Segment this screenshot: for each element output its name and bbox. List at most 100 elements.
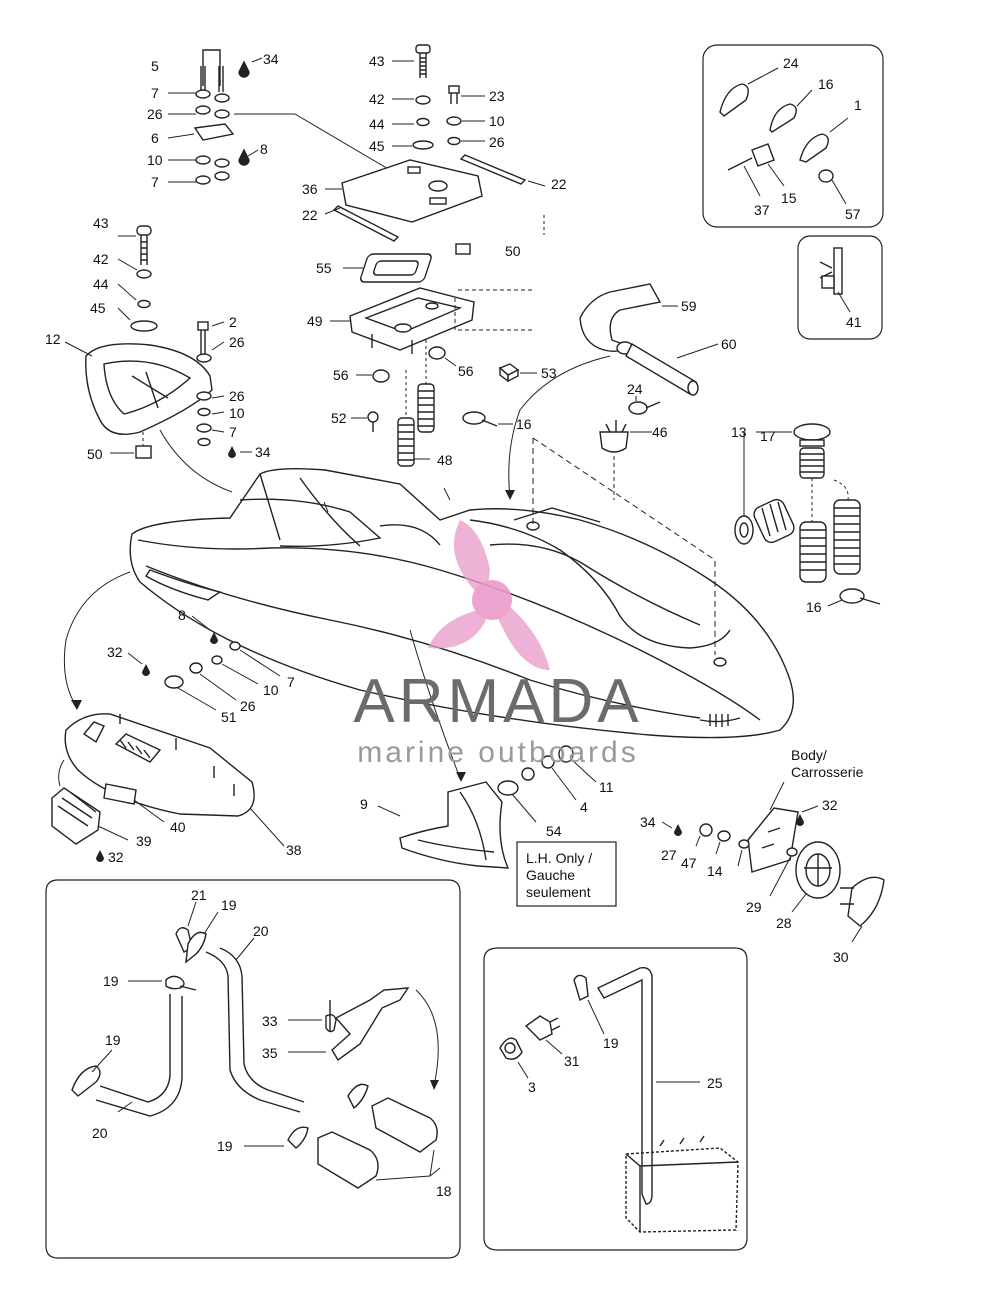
- callout-20: 20: [92, 1125, 108, 1141]
- brand-watermark: ARMADA: [353, 667, 642, 736]
- callout-23: 23: [489, 88, 505, 104]
- rear-grill-38: [64, 713, 255, 817]
- callout-60: 60: [721, 336, 737, 352]
- clip-41: [819, 247, 843, 295]
- callout-2: 2: [229, 314, 237, 330]
- seat-latch-cover: [360, 253, 432, 283]
- callout-10: 10: [229, 405, 245, 421]
- handle-bracket-hardware: [193, 49, 250, 185]
- fuel-cap-13: [793, 423, 831, 479]
- vent-hoses-inset: [71, 927, 439, 1189]
- callout-4: 4: [580, 799, 588, 815]
- note-seulement: seulement: [526, 884, 591, 900]
- callout-39: 39: [136, 833, 152, 849]
- callout-labels: 5 34 7 26 6 10 8 7 43 42 44 45 23 10 26 …: [45, 51, 862, 1199]
- callout-8: 8: [178, 607, 186, 623]
- callout-28: 28: [776, 915, 792, 931]
- grommet-56-a: [372, 369, 390, 383]
- callout-31: 31: [564, 1053, 580, 1069]
- callout-52: 52: [331, 410, 347, 426]
- rear-grab-hardware: [142, 632, 241, 689]
- callout-7: 7: [151, 174, 159, 190]
- callout-8: 8: [260, 141, 268, 157]
- callout-26: 26: [240, 698, 256, 714]
- inset-frame-fuel-tank: [483, 947, 748, 1251]
- callout-5: 5: [151, 58, 159, 74]
- callout-7: 7: [151, 85, 159, 101]
- callout-17: 17: [760, 428, 776, 444]
- decal-40: [103, 783, 137, 805]
- callout-47: 47: [681, 855, 697, 871]
- note-carrosserie: Carrosserie: [791, 764, 864, 780]
- callout-13: 13: [731, 424, 747, 440]
- callout-16: 16: [516, 416, 532, 432]
- callout-59: 59: [681, 298, 697, 314]
- springs-48: [397, 340, 435, 467]
- callout-44: 44: [369, 116, 385, 132]
- callout-21: 21: [191, 887, 207, 903]
- callout-22: 22: [551, 176, 567, 192]
- hardware-11-4-54: [497, 745, 574, 796]
- callout-25: 25: [707, 1075, 723, 1091]
- callout-26: 26: [147, 106, 163, 122]
- seat-latch-hardware: [412, 44, 462, 150]
- callout-46: 46: [652, 424, 668, 440]
- callout-26: 26: [229, 388, 245, 404]
- callout-55: 55: [316, 260, 332, 276]
- lh-only-note-frame: [516, 841, 617, 907]
- fuel-valve-46: [599, 420, 629, 500]
- callout-16: 16: [806, 599, 822, 615]
- callout-10: 10: [489, 113, 505, 129]
- seat-latch-base: [349, 287, 535, 354]
- callout-45: 45: [369, 138, 385, 154]
- grate-39: [51, 787, 104, 862]
- callout-57: 57: [845, 206, 861, 222]
- callout-19: 19: [105, 1032, 121, 1048]
- callout-38: 38: [286, 842, 302, 858]
- note-gauche: Gauche: [526, 867, 575, 883]
- fuel-filler-17: [734, 478, 861, 583]
- nut-53: [498, 363, 520, 383]
- screw-52: [367, 411, 379, 432]
- callout-32: 32: [107, 644, 123, 660]
- callout-34: 34: [255, 444, 271, 460]
- callout-32: 32: [108, 849, 124, 865]
- inset-frame-clips: [702, 44, 884, 228]
- callout-1: 1: [854, 97, 862, 113]
- callout-10: 10: [263, 682, 279, 698]
- callout-54: 54: [546, 823, 562, 839]
- fuel-tank-inset: [499, 966, 739, 1233]
- callout-7: 7: [229, 424, 237, 440]
- callout-34: 34: [263, 51, 279, 67]
- callout-26: 26: [229, 334, 245, 350]
- callout-11: 11: [599, 779, 614, 795]
- callout-7: 7: [287, 674, 295, 690]
- clips-inset-parts: [719, 83, 834, 183]
- callout-42: 42: [369, 91, 385, 107]
- callout-51: 51: [221, 709, 237, 725]
- callout-36: 36: [302, 181, 318, 197]
- inset-frame-clip-41: [797, 235, 883, 340]
- callout-43: 43: [93, 215, 109, 231]
- callout-20: 20: [253, 923, 269, 939]
- callout-37: 37: [754, 202, 770, 218]
- callout-3: 3: [528, 1079, 536, 1095]
- callout-15: 15: [781, 190, 797, 206]
- clamp-16-right: [839, 588, 881, 605]
- callout-27: 27: [661, 847, 677, 863]
- callout-33: 33: [262, 1013, 278, 1029]
- callout-9: 9: [360, 796, 368, 812]
- callout-43: 43: [369, 53, 385, 69]
- callout-19: 19: [103, 973, 119, 989]
- callout-34: 34: [640, 814, 656, 830]
- callout-42: 42: [93, 251, 109, 267]
- callout-14: 14: [707, 863, 723, 879]
- callout-19: 19: [221, 897, 237, 913]
- note-lh-only: L.H. Only /: [526, 850, 592, 866]
- callout-56: 56: [458, 363, 474, 379]
- callout-49: 49: [307, 313, 323, 329]
- callout-41: 41: [846, 314, 862, 330]
- callout-10: 10: [147, 152, 163, 168]
- seat-handle-12: [85, 225, 236, 459]
